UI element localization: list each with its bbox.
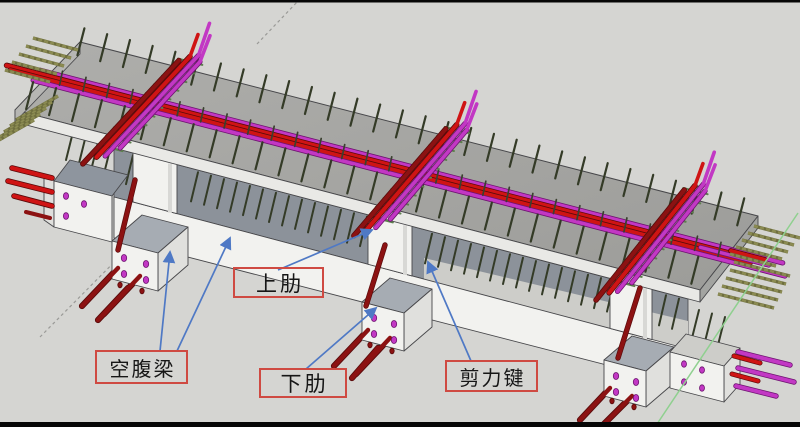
- label-open-web-beam: 空腹梁: [95, 350, 188, 384]
- open-web-beam-substructure: [5, 131, 797, 427]
- label-lower-rib-text: 下肋: [280, 372, 329, 396]
- dowel-bars: [0, 36, 800, 310]
- annotation-arrows: [159, 228, 472, 370]
- label-upper-rib-text: 上肋: [256, 271, 304, 296]
- rebar-transverse-bands: [80, 21, 717, 361]
- label-upper-rib: 上肋: [233, 267, 324, 298]
- axis-line-green: [654, 212, 799, 427]
- label-open-web-beam-text: 空腹梁: [109, 356, 176, 381]
- label-shear-key-text: 剪力键: [459, 365, 526, 390]
- label-shear-key: 剪力键: [445, 360, 538, 392]
- label-lower-rib: 下肋: [259, 368, 347, 398]
